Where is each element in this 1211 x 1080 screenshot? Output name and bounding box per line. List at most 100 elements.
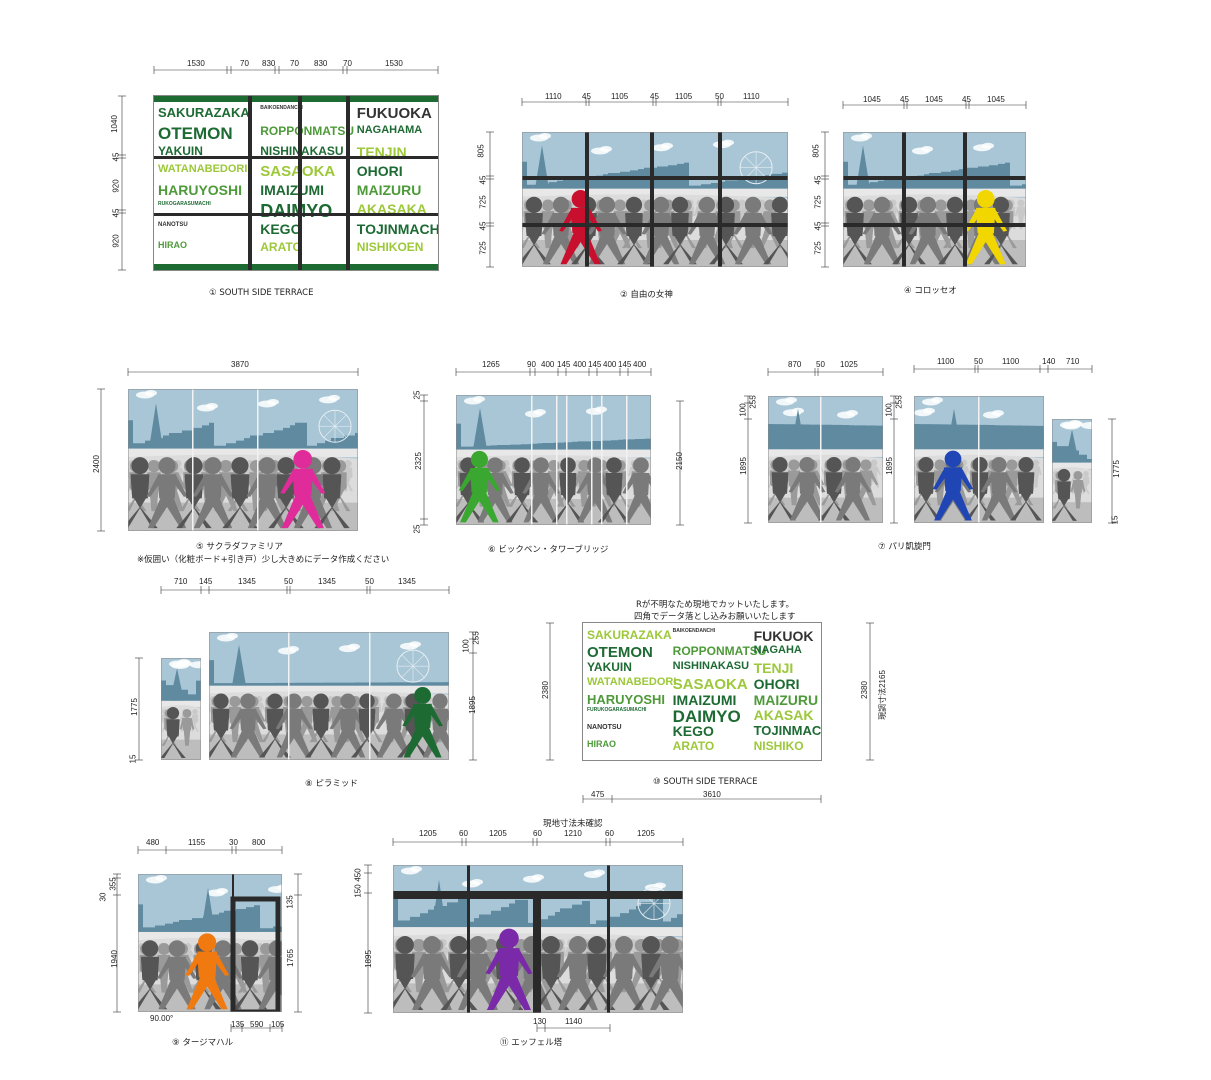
dim-label: 1345 [238,577,256,586]
dim-label: 920 [111,179,121,193]
dim-label: 830 [314,59,328,68]
wall-word: KEGO [260,220,302,237]
dim-label: 920 [111,234,121,248]
dim-label: 100 [461,639,471,653]
scene-graphic [768,396,883,523]
dim-label: 475 [591,790,605,799]
dim-label: 105 [271,1020,285,1029]
dim-label: 725 [813,241,823,255]
dim-label: 100 [884,403,894,417]
dim-label: 1895 [884,457,894,475]
dim-label: 25 [412,524,422,534]
caption-p6: ⑥ ビックベン・タワーブリッジ [488,545,609,555]
dim-label: 1155 [188,838,206,847]
caption-p5: ⑤ サクラダファミリア [196,542,283,552]
dim-label: 1775 [1111,460,1121,478]
dim-label: 1025 [840,360,858,369]
dim-label: 2380 [540,681,550,699]
dim-label: 145 [588,360,602,369]
wall-word: NISHINAKASU [672,659,750,672]
panel-arc-de-triomphe-a [768,396,883,523]
note-p10-line1: Rが不明なため現地でカットいたします。 [636,600,795,610]
dim-label: 90.00° [150,1014,174,1023]
wall-word: YAKUIN [158,143,203,158]
wall-word: FURUKOGARASUMACHI [587,707,647,714]
dim-label: 450 [353,868,363,882]
dim-label: 1105 [675,92,693,101]
dim-label: 2400 [91,455,101,473]
dim-label: 50 [715,92,724,101]
dim-label: 25 [412,390,422,400]
dim-label: 1940 [109,950,119,968]
dim-label: 50 [816,360,825,369]
panel-pyramid-b [209,632,449,760]
scene-graphic [843,132,1026,267]
dim-label: 145 [199,577,213,586]
mullion [298,96,302,270]
scene-graphic [138,874,282,1012]
frame-band [154,96,438,102]
wall-word: NANOTSU [587,724,622,732]
dim-label: 3610 [703,790,721,799]
wall-word: HIRAO [158,239,187,250]
dim-label: 1530 [385,59,403,68]
dim-label: 710 [174,577,188,586]
wall-word: WATANABEDORI [587,675,677,688]
wall-word: DAIMYO [672,707,741,727]
caption-p2: ② 自由の女神 [620,290,673,300]
dim-label: 1110 [743,92,760,101]
transom [154,213,438,216]
dim-label: 1345 [398,577,416,586]
dim-label: 60 [605,829,614,838]
wall-word: SASAOKA [260,164,335,179]
dim-label: 830 [262,59,276,68]
wall-word: TENJIN [356,143,407,160]
dim-label: 50 [284,577,293,586]
panel-pyramid-a [161,658,201,760]
wall-word: ROPPONMATSU [672,643,767,658]
scene-graphic [914,396,1044,523]
wall-word: IMAIZUMI [260,182,324,198]
panel-big-ben-tower-bridge [456,395,651,525]
dim-label: 150 [353,884,363,898]
wall-word: SAKURAZAKA [158,105,250,120]
dim-label: 1040 [109,115,119,133]
wall-word: WATANABEDORI [158,162,248,175]
panel-arc-de-triomphe-b [914,396,1044,523]
wall-word: FUKUOK [753,628,814,644]
dim-label: 1045 [987,95,1005,104]
dim-label: 805 [811,144,821,158]
dim-label: 30 [229,838,238,847]
wall-word: SAKURAZAKA [587,628,672,642]
wall-word: BAIKOENDANCHI [260,105,303,111]
dim-label: 400 [603,360,617,369]
wall-word: NISHIKO [753,739,804,754]
wall-word: NISHIKOEN [356,239,424,254]
wall-word: MAIZURU [753,691,819,708]
scene-graphic [161,658,201,760]
caption-p8: ⑧ ピラミッド [305,779,358,789]
dim-label: 1210 [564,829,582,838]
scene-graphic [456,395,651,525]
dim-label: 725 [478,195,488,209]
dim-label: 1765 [285,949,295,967]
dim-label: 145 [557,360,571,369]
wall-word: FUKUOKA [356,105,432,122]
scene-graphic [1052,419,1092,523]
wall-word: ARATO [672,739,715,754]
dim-label: 800 [252,838,266,847]
scene-graphic [522,132,788,267]
wall-word: OTEMON [158,124,233,144]
dim-label: 255 [471,631,481,645]
dim-label: 1530 [187,59,205,68]
dim-label: 70 [343,59,352,68]
dim-label: 135 [231,1020,245,1029]
wall-word: OHORI [356,162,403,179]
wall-word: HARUYOSHI [158,182,243,198]
dim-label: 60 [533,829,542,838]
dim-label: 1100 [1002,357,1020,366]
wall-word: ROPPONMATSU [260,124,355,139]
panel-eiffel-tower [393,865,683,1013]
